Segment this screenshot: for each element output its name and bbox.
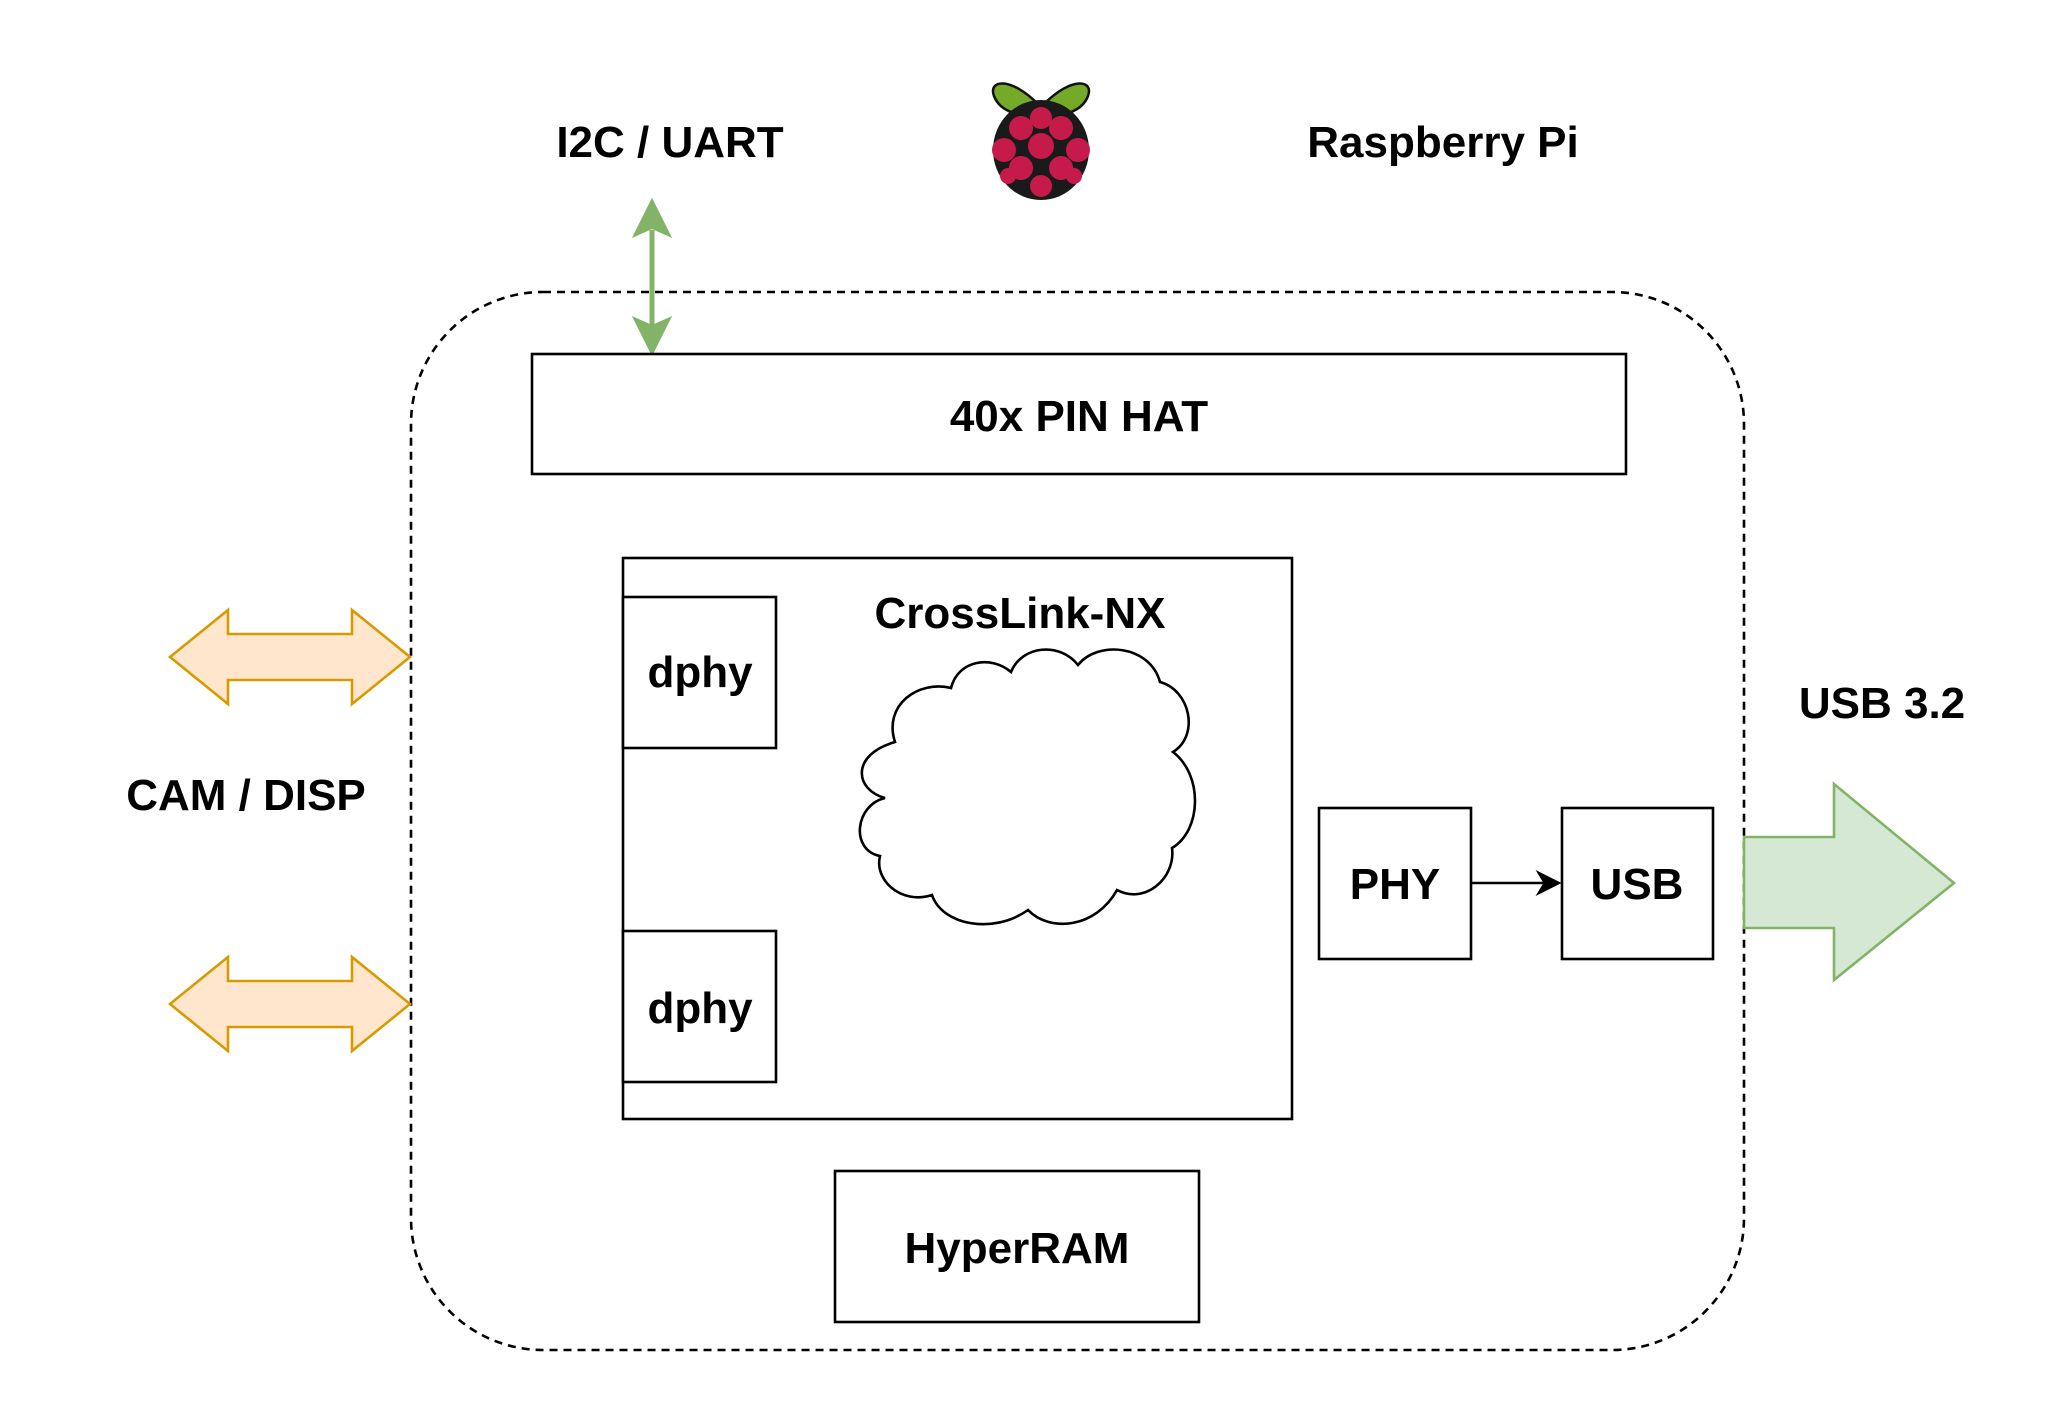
hyperram-label: HyperRAM bbox=[905, 1224, 1130, 1273]
board-outline bbox=[409, 290, 1746, 1352]
crosslink-nx-label: CrossLink-NX bbox=[875, 589, 1166, 638]
hyperram-block: HyperRAM bbox=[833, 1169, 1201, 1324]
phy-block: PHY bbox=[1317, 806, 1473, 961]
cam-disp-arrow-bottom bbox=[167, 954, 413, 1054]
pin-hat-block: 40x PIN HAT bbox=[530, 352, 1628, 476]
usb-block: USB bbox=[1560, 806, 1715, 961]
cloud-icon bbox=[858, 648, 1197, 926]
dphy-bottom-label: dphy bbox=[647, 984, 753, 1033]
raspberry-pi-logo-icon bbox=[991, 82, 1091, 200]
phy-label: PHY bbox=[1350, 860, 1440, 909]
cam-disp-label: CAM / DISP bbox=[126, 771, 366, 820]
usb-output-arrow bbox=[1742, 781, 1957, 983]
usb-speed-label: USB 3.2 bbox=[1799, 679, 1965, 728]
raspberry-pi-label: Raspberry Pi bbox=[1307, 118, 1578, 167]
i2c-uart-arrow bbox=[631, 197, 673, 357]
i2c-uart-label: I2C / UART bbox=[556, 118, 783, 167]
cam-disp-arrow-top bbox=[167, 607, 413, 707]
dphy-bottom-block: dphy bbox=[621, 929, 778, 1084]
pin-hat-label: 40x PIN HAT bbox=[950, 392, 1208, 441]
dphy-top-label: dphy bbox=[647, 648, 753, 697]
dphy-top-block: dphy bbox=[621, 595, 778, 750]
usb-label: USB bbox=[1591, 860, 1684, 909]
